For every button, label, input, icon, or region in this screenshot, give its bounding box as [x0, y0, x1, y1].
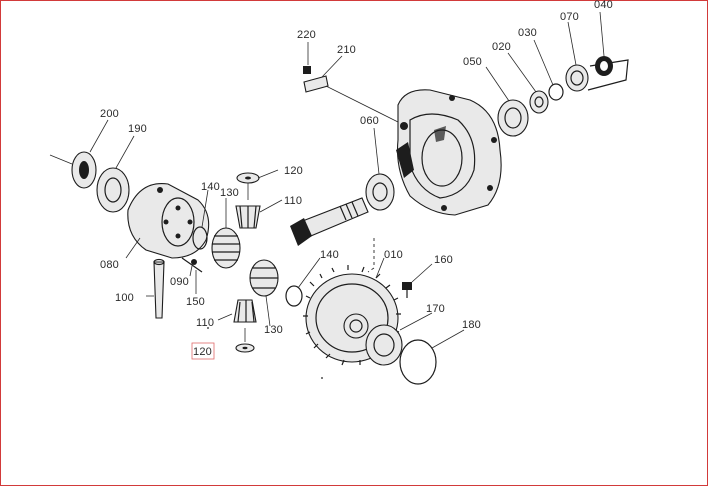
bearing-170: [365, 324, 403, 366]
callout-210: 210: [337, 44, 356, 56]
callout-100: 100: [115, 292, 134, 304]
callout-140-top: 140: [201, 181, 220, 193]
callout-010: 010: [384, 249, 403, 261]
callout-080: 080: [100, 259, 119, 271]
callout-090: 090: [170, 276, 189, 288]
bolt-220: [303, 66, 311, 74]
callout-060: 060: [360, 115, 379, 127]
collar-020: [529, 90, 549, 114]
callout-190: 190: [128, 123, 147, 135]
side-gear-130-b: [249, 259, 279, 297]
highlight-box-120: [191, 342, 215, 360]
bearing-050: [497, 99, 529, 137]
gear-case-housing: [396, 89, 502, 216]
washer-120-b: [235, 343, 255, 353]
callout-120-top: 120: [284, 165, 303, 177]
callout-120-bottom[interactable]: 120: [193, 346, 212, 358]
bearing-070: [565, 64, 589, 92]
thrust-washer-140-a: [192, 226, 208, 250]
callout-030: 030: [518, 27, 537, 39]
callout-020: 020: [492, 41, 511, 53]
callout-050: 050: [463, 56, 482, 68]
callout-200: 200: [100, 108, 119, 120]
callout-130-top: 130: [220, 187, 239, 199]
callout-070: 070: [560, 11, 579, 23]
pinion-gear-110-a: [235, 205, 261, 229]
stray-mark: [321, 377, 323, 379]
callout-140-right: 140: [320, 249, 339, 261]
callout-220: 220: [297, 29, 316, 41]
callout-110-top: 110: [284, 195, 302, 207]
lock-pin-090: [181, 257, 203, 273]
pinion-gear-110-b: [233, 299, 257, 323]
shim-030: [548, 83, 564, 101]
callout-130-bottom: 130: [264, 324, 283, 336]
pinion-shaft: [290, 197, 369, 246]
callout-180: 180: [462, 319, 481, 331]
bolt-160: [402, 282, 412, 298]
thrust-washer-140-b: [285, 285, 303, 307]
callout-110-bottom: 110: [196, 317, 214, 329]
oil-seal-200: [71, 151, 97, 189]
callout-160: 160: [434, 254, 453, 266]
bearing-060: [365, 173, 395, 211]
stray-mark: [207, 327, 209, 329]
lock-plate-210: [303, 75, 329, 93]
o-ring-180: [399, 339, 437, 385]
washer-120-a: [236, 172, 260, 184]
callout-040: 040: [594, 0, 613, 11]
callout-170: 170: [426, 303, 445, 315]
pinion-pin-100: [153, 258, 165, 319]
callout-150: 150: [186, 296, 205, 308]
side-gear-130-a: [211, 227, 241, 269]
bearing-190: [96, 167, 130, 213]
nut-040: [595, 56, 613, 76]
